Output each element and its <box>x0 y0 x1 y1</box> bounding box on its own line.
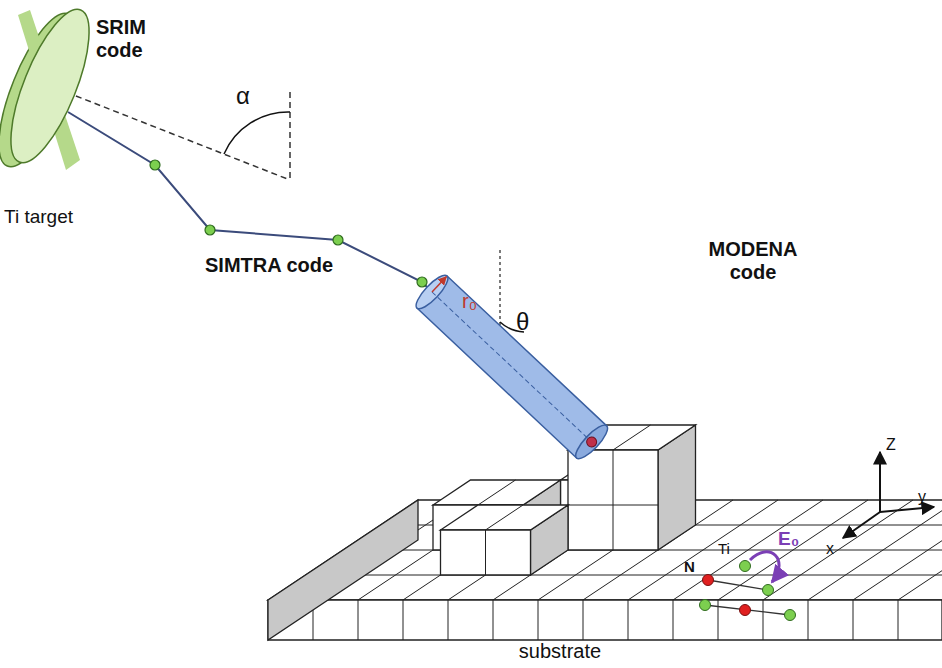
angle-symbol: θ <box>516 308 546 336</box>
axis-label: Z <box>886 436 910 454</box>
axis-label: y <box>918 488 938 506</box>
substrate-label: substrate <box>500 640 620 663</box>
trajectory <box>68 112 432 292</box>
target-normal <box>48 85 290 180</box>
atom-lattice <box>700 552 796 621</box>
atom-label: Ti <box>718 540 748 557</box>
target-disk: SRIM code Ti target <box>0 0 200 240</box>
collision-dots <box>150 160 427 287</box>
angle-symbol: α <box>236 82 266 110</box>
code-label: SIMTRA code <box>205 254 333 277</box>
alpha-arc <box>224 112 290 154</box>
energy-label: E₀ <box>778 528 818 550</box>
capture-cylinder <box>412 271 612 463</box>
target-label: Ti target <box>4 206 124 228</box>
code-label: SRIM code <box>96 16 176 62</box>
vertical-guide <box>289 92 291 182</box>
radius-label: r₀ <box>462 290 502 313</box>
axis-label: x <box>826 540 846 558</box>
atom-label: N <box>684 558 708 575</box>
code-label: MODENA code <box>688 238 818 284</box>
substrate-blocks <box>268 425 942 640</box>
